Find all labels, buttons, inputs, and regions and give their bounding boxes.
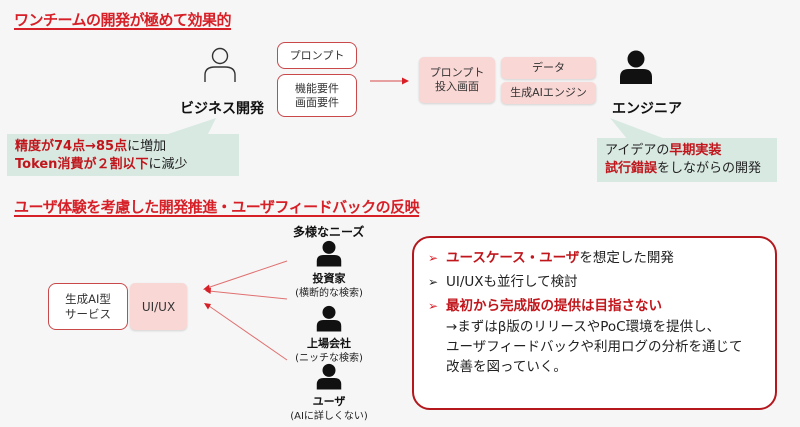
callout-pointer xyxy=(610,118,668,140)
user-icon xyxy=(316,363,342,390)
section1-heading: ワンチームの開発が極めて効果的 xyxy=(14,11,232,29)
arrow-bullet-icon: ➢ xyxy=(428,251,439,265)
persona-label: 投資家 xyxy=(312,272,346,285)
approach-panel: ➢ ユースケース・ユーザを想定した開発 ➢ UI/UXも並行して検討 ➢ 最初か… xyxy=(412,236,777,410)
ai-engine-label: 生成AIエンジン xyxy=(510,86,587,99)
persona-sub: (横断的な検索) xyxy=(295,288,363,299)
trial-error-text: 試行錯誤 xyxy=(605,161,658,176)
persona-sub: (ニッチな検索) xyxy=(295,353,363,364)
prompt-box: プロンプト xyxy=(277,42,357,69)
needs-title: 多様なニーズ xyxy=(293,225,365,239)
business-label: ビジネス開発 xyxy=(180,101,264,117)
engineer-label: エンジニア xyxy=(612,101,682,117)
bullet-item: ➢ 最初から完成版の提供は目指さない xyxy=(428,296,761,317)
section2-heading: ユーザ体験を考慮した開発推進・ユーザフィードバックの反映 xyxy=(14,198,420,216)
persona-label: ユーザ xyxy=(312,395,346,408)
listed-company-icon xyxy=(316,305,342,332)
uiux-box-label: UI/UX xyxy=(141,299,176,314)
requirements-box-label: 機能要件 画面要件 xyxy=(295,81,339,109)
bullet1-rest: を想定した開発 xyxy=(579,250,674,266)
investor-icon xyxy=(316,240,342,267)
idea-text: アイデアの xyxy=(605,143,670,158)
accuracy-rest: に増加 xyxy=(127,139,167,154)
bullet-item: ➢ ユースケース・ユーザを想定した開発 xyxy=(428,248,761,269)
bullet1-red: ユースケース・ユーザ xyxy=(446,250,580,266)
persona-label: 上場会社 xyxy=(307,337,351,350)
feedback-arrows xyxy=(203,260,288,361)
ai-engine-box: 生成AIエンジン xyxy=(501,82,596,104)
dev-text: をしながらの開発 xyxy=(657,161,762,176)
uiux-box: UI/UX xyxy=(130,283,187,330)
bullet-item: ➢ UI/UXも並行して検討 xyxy=(428,272,761,293)
bullet2-text: UI/UXも並行して検討 xyxy=(446,274,578,290)
data-box: データ xyxy=(501,57,596,79)
service-box: 生成AI型 サービス xyxy=(48,283,128,330)
prompt-box-label: プロンプト xyxy=(289,48,345,62)
arrow-right-icon xyxy=(370,77,409,85)
service-box-label: 生成AI型 サービス xyxy=(65,291,111,321)
token-rest: に減少 xyxy=(148,157,188,172)
arrowhead-icon xyxy=(205,287,211,294)
data-box-label: データ xyxy=(532,61,565,74)
bullet3-red: 最初から完成版の提供は目指さない xyxy=(446,298,662,314)
token-text: Token消費が２割以下 xyxy=(15,157,149,172)
arrow-bullet-icon: ➢ xyxy=(428,275,439,289)
person-outline-icon xyxy=(204,47,236,82)
early-impl-text: 早期実装 xyxy=(669,143,722,158)
requirements-box: 機能要件 画面要件 xyxy=(277,74,357,117)
engineer-callout: アイデアの早期実装 試行錯誤をしながらの開発 xyxy=(597,138,777,182)
arrow-line xyxy=(208,305,288,361)
arrow-line xyxy=(208,290,288,300)
prompt-input-screen-label: プロンプト 投入画面 xyxy=(429,66,485,93)
persona-sub: (AIに詳しくない) xyxy=(290,411,368,422)
arrow-line xyxy=(206,260,288,289)
arrow-bullet-icon: ➢ xyxy=(428,299,439,313)
accuracy-text: 精度が74点→85点 xyxy=(15,139,128,154)
person-filled-icon xyxy=(620,50,652,84)
arrowhead-icon xyxy=(204,303,211,310)
bullet3-sub: →まずはβ版のリリースやPoC環境を提供し、 ユーザフィードバックや利用ログの分… xyxy=(446,319,743,375)
business-callout: 精度が74点→85点に増加 Token消費が２割以下に減少 xyxy=(7,134,239,176)
prompt-input-screen-box: プロンプト 投入画面 xyxy=(419,57,495,103)
